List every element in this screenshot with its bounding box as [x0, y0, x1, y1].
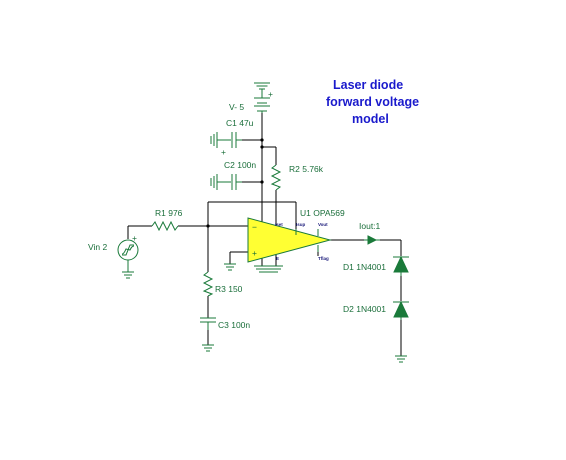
- capacitor-c2: [210, 174, 242, 190]
- diode-d2: [393, 300, 409, 320]
- battery-v-supply: +: [254, 82, 273, 113]
- u1-label: U1 OPA569: [300, 208, 345, 218]
- vin-label: Vin 2: [88, 242, 107, 252]
- svg-text:+: +: [132, 233, 137, 243]
- r3-label: R3 150: [215, 284, 243, 294]
- d2-label: D2 1N4001: [343, 304, 386, 314]
- capacitor-c1: +: [210, 132, 242, 157]
- v-supply-label: V- 5: [229, 102, 244, 112]
- r1-label: R1 976: [155, 208, 183, 218]
- pin-vout-flag: Vout: [318, 222, 328, 227]
- diagram-title: Laser diode forward voltage model: [326, 78, 419, 126]
- pin-tflag: Tflag: [318, 256, 329, 261]
- c2-label: C2 100n: [224, 160, 256, 170]
- capacitor-c3: [200, 317, 216, 352]
- ground-symbol-diodes: [395, 355, 407, 363]
- pin-e: E: [276, 256, 279, 261]
- current-meter-iout: [364, 235, 380, 245]
- svg-text:+: +: [221, 147, 226, 157]
- pin-iset: Iset: [275, 222, 283, 227]
- wires: [127, 111, 402, 356]
- resistor-r1: [151, 220, 179, 232]
- r2-label: R2 5.76k: [289, 164, 324, 174]
- junction-dots: [206, 138, 264, 228]
- ground-symbols-opamp: [254, 265, 283, 273]
- c1-label: C1 47u: [226, 118, 254, 128]
- resistor-r3: [202, 271, 214, 297]
- iout-label: Iout:1: [359, 221, 381, 231]
- ground-symbol-inplus: [224, 263, 236, 271]
- svg-text:−: −: [252, 222, 257, 232]
- svg-text:+: +: [252, 248, 257, 258]
- pin-isup: Isup: [296, 222, 306, 227]
- resistor-r2: [270, 164, 282, 191]
- voltage-source-vin: +: [117, 233, 139, 279]
- title-line-1: Laser diode: [333, 78, 403, 92]
- c3-label: C3 100n: [218, 320, 250, 330]
- opamp-u1: − + Iset Isup Vout E Tflag: [247, 217, 332, 263]
- diode-d1: [393, 255, 409, 276]
- d1-label: D1 1N4001: [343, 262, 386, 272]
- svg-text:+: +: [268, 89, 273, 99]
- title-line-3: model: [352, 112, 389, 126]
- title-line-2: forward voltage: [326, 95, 419, 109]
